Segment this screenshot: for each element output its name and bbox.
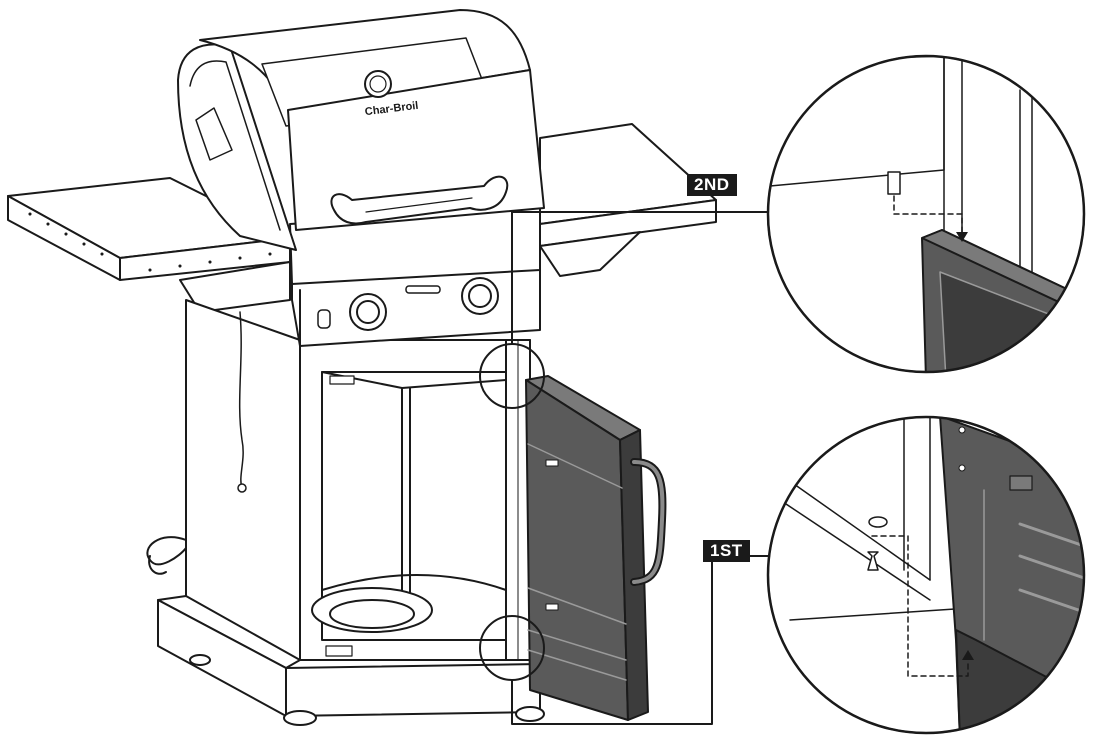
detail-view-bottom-hinge [766, 415, 1086, 735]
caster-front-left [283, 710, 317, 726]
control-panel [291, 267, 541, 347]
shelf-holes [28, 212, 272, 272]
cart-base [157, 595, 545, 726]
grill-lid [177, 9, 545, 251]
detail-view-top-hinge [766, 54, 1086, 374]
igniter-wire [237, 311, 247, 493]
step-label-first: 1ST [703, 540, 750, 562]
lid-handle [330, 175, 509, 225]
left-side-shelf [7, 177, 291, 313]
hinge-pin-icon [867, 551, 879, 571]
cabinet-door [525, 375, 667, 721]
right-side-shelf [539, 123, 717, 277]
igniter-button [317, 309, 331, 329]
gas-hose [146, 536, 187, 575]
caster-front-right [515, 706, 545, 722]
cart-cabinet [185, 299, 531, 661]
step-label-second: 2ND [687, 174, 737, 196]
